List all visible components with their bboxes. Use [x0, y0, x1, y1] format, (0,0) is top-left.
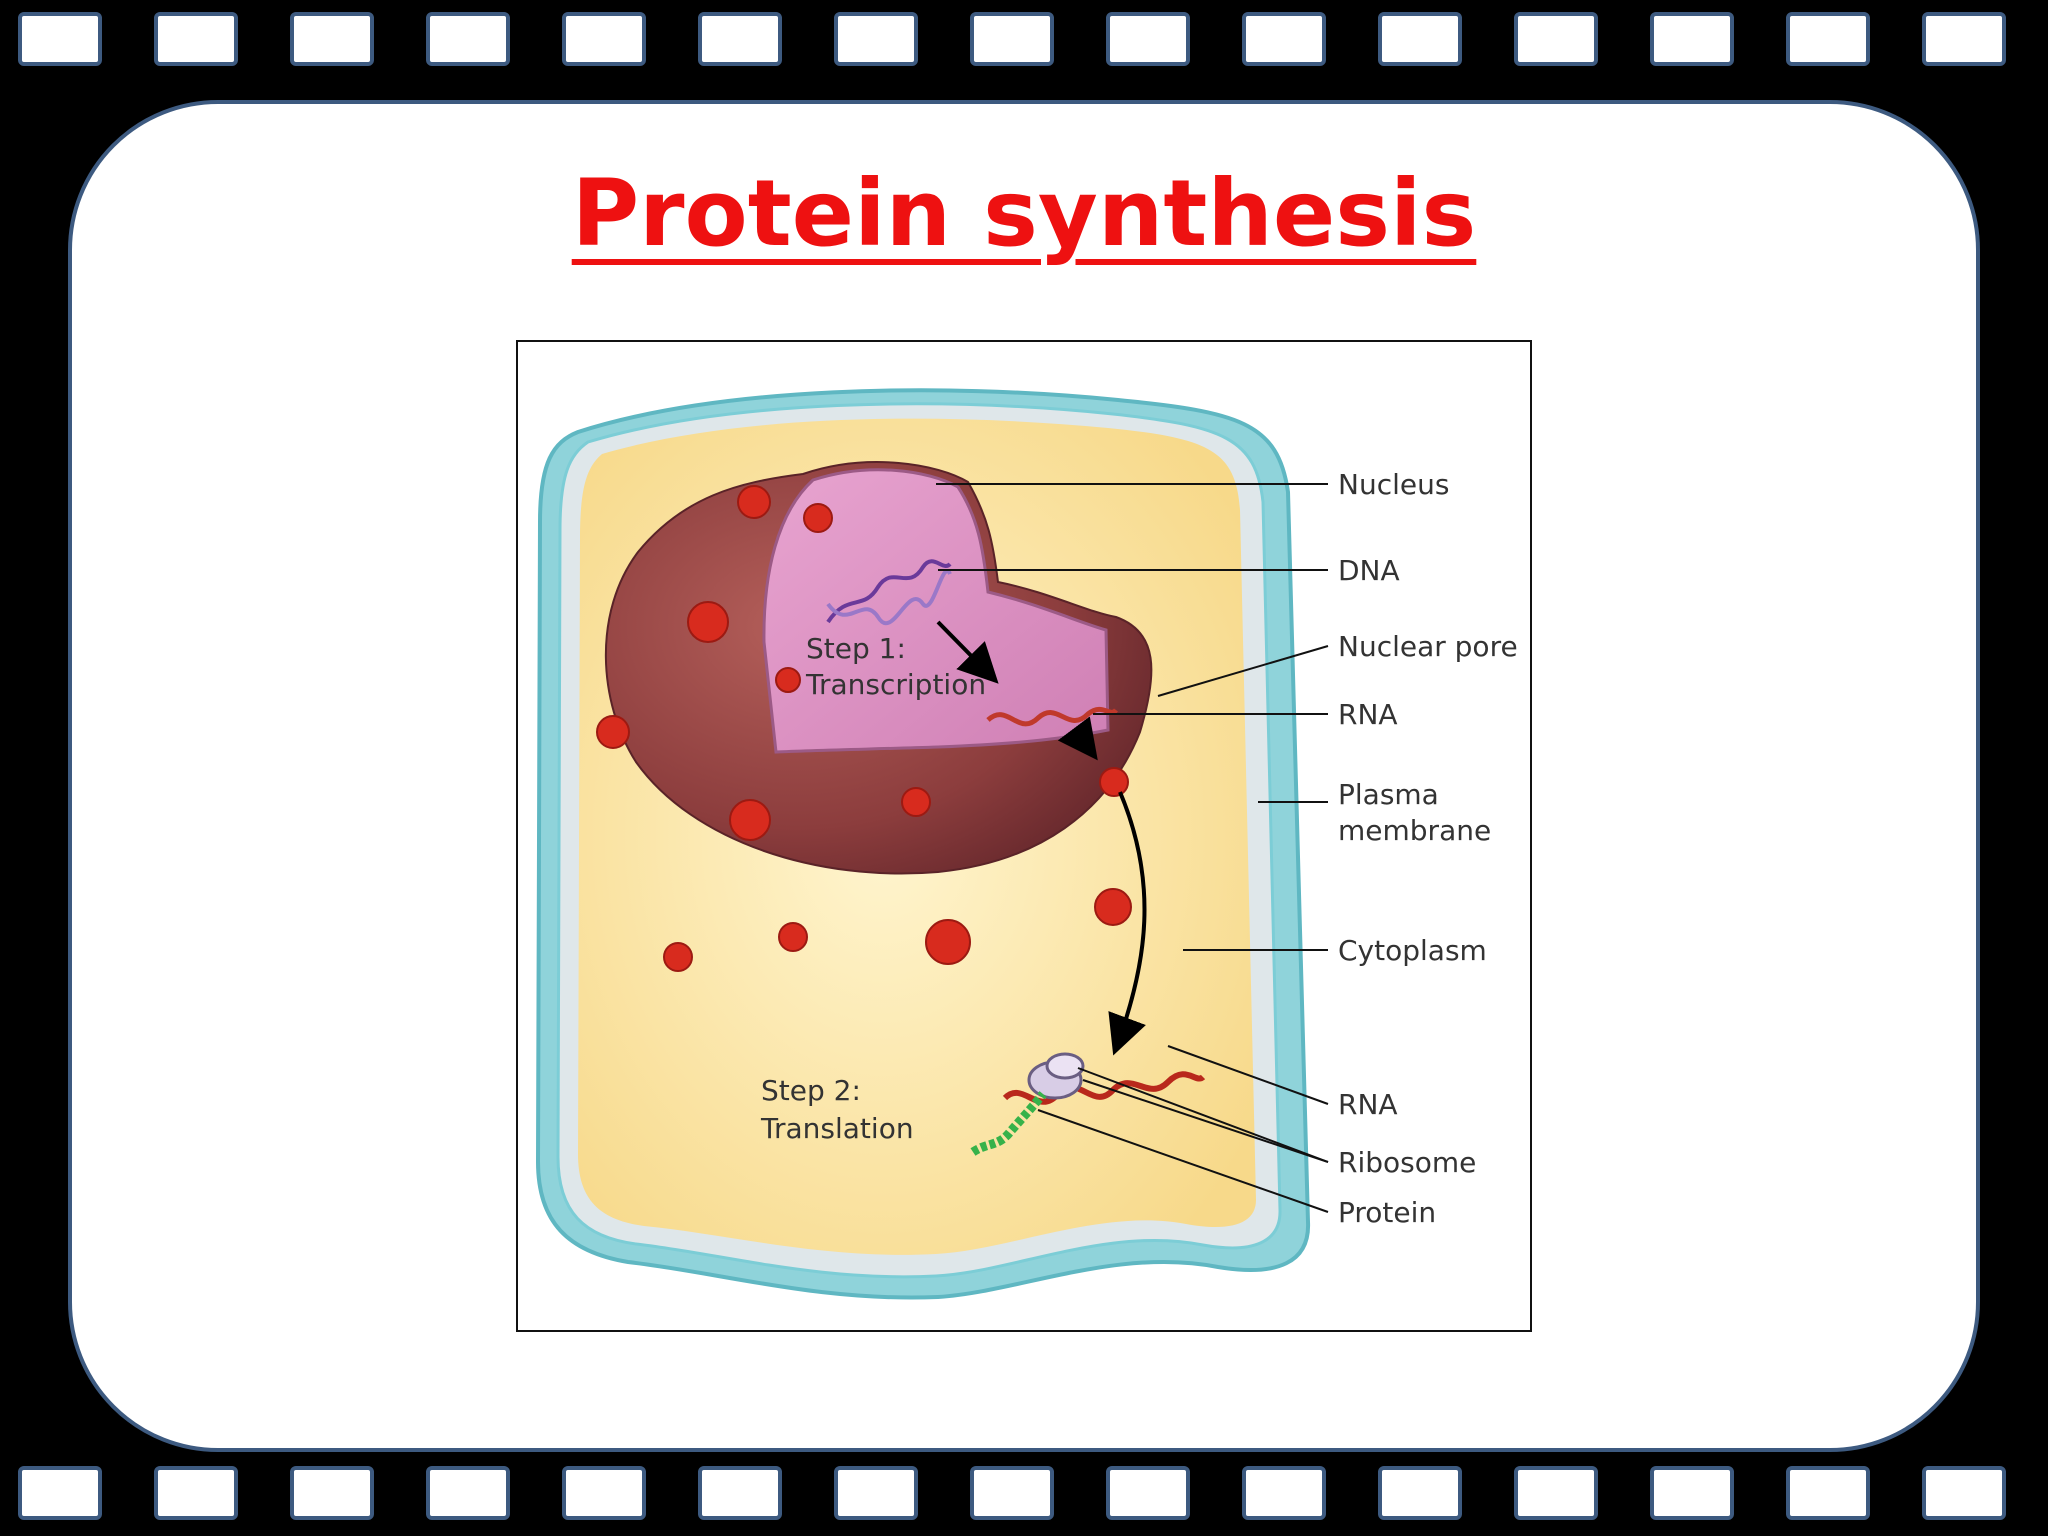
- film-perforation: [290, 12, 374, 66]
- leader-line-rna-bottom: [1167, 1045, 1329, 1105]
- film-perforation: [1106, 1466, 1190, 1520]
- film-perforation: [1378, 1466, 1462, 1520]
- label-nucleus: Nucleus: [1338, 468, 1449, 501]
- nuclear-pore-mark: [737, 485, 771, 519]
- arrow-transcription: [936, 620, 999, 684]
- film-perforation: [154, 1466, 238, 1520]
- label-step2-line1: Step 2:: [761, 1074, 861, 1107]
- nuclear-pore-mark: [901, 787, 931, 817]
- label-plasma-membrane-line1: Plasma: [1338, 778, 1439, 811]
- label-plasma-membrane-line2: membrane: [1338, 814, 1491, 847]
- film-perforation: [1378, 12, 1462, 66]
- film-perforation: [426, 12, 510, 66]
- film-perforation: [1242, 12, 1326, 66]
- slide-title: Protein synthesis: [0, 160, 2048, 267]
- label-rna-top: RNA: [1338, 698, 1398, 731]
- diagram-frame: Nucleus DNA Nuclear pore RNA Plasma memb…: [516, 340, 1532, 1332]
- arrow-export: [1057, 716, 1098, 761]
- slide-title-text: Protein synthesis: [571, 160, 1477, 267]
- film-perforation: [698, 12, 782, 66]
- film-perforation: [1786, 1466, 1870, 1520]
- nuclear-pore-mark: [687, 601, 729, 643]
- leader-line-ribosome-2: [1082, 1079, 1329, 1163]
- film-strip-bottom: [0, 1466, 2048, 1536]
- label-step2-line2: Translation: [760, 1112, 914, 1145]
- film-perforation: [1106, 12, 1190, 66]
- film-perforation: [1650, 1466, 1734, 1520]
- label-ribosome: Ribosome: [1338, 1146, 1476, 1179]
- film-perforation: [834, 1466, 918, 1520]
- label-dna: DNA: [1338, 554, 1400, 587]
- film-perforation: [1514, 12, 1598, 66]
- film-perforation: [970, 1466, 1054, 1520]
- nuclear-pore-mark: [1094, 888, 1132, 926]
- label-nuclear-pore: Nuclear pore: [1338, 630, 1518, 663]
- film-perforation: [1650, 12, 1734, 66]
- label-step1-line2: Transcription: [805, 668, 986, 701]
- nuclear-pore-mark: [778, 922, 808, 952]
- nuclear-pores: [596, 485, 1132, 972]
- film-perforation: [1922, 12, 2006, 66]
- nuclear-pore-mark: [596, 715, 630, 749]
- film-perforation: [1242, 1466, 1326, 1520]
- nuclear-pore-mark: [775, 667, 801, 693]
- film-perforation: [698, 1466, 782, 1520]
- nuclear-pore-mark: [663, 942, 693, 972]
- film-perforation: [1922, 1466, 2006, 1520]
- arrow-translation: [1108, 791, 1147, 1056]
- film-perforation: [562, 12, 646, 66]
- nuclear-pore-mark: [925, 919, 971, 965]
- leader-line-nuclear-pore: [1157, 645, 1329, 697]
- film-perforation: [290, 1466, 374, 1520]
- film-perforation: [154, 12, 238, 66]
- label-protein: Protein: [1338, 1196, 1436, 1229]
- film-perforation: [1786, 12, 1870, 66]
- film-perforation: [834, 12, 918, 66]
- leader-lines: [936, 483, 1329, 1213]
- label-rna-bottom: RNA: [1338, 1088, 1398, 1121]
- film-perforation: [562, 1466, 646, 1520]
- nuclear-pore-mark: [803, 503, 833, 533]
- nuclear-pore-mark: [1099, 767, 1129, 797]
- label-step1-line1: Step 1:: [806, 632, 906, 665]
- film-perforation: [1514, 1466, 1598, 1520]
- label-cytoplasm: Cytoplasm: [1338, 934, 1487, 967]
- leader-line-ribosome-1: [1077, 1067, 1329, 1163]
- nuclear-pore-mark: [729, 799, 771, 841]
- film-perforation: [18, 1466, 102, 1520]
- film-strip-top: [0, 12, 2048, 82]
- film-perforation: [970, 12, 1054, 66]
- film-perforation: [426, 1466, 510, 1520]
- protein-chain: [970, 1091, 1047, 1156]
- leader-line-protein: [1037, 1109, 1329, 1213]
- film-perforation: [18, 12, 102, 66]
- ribosome-shape: [1027, 1052, 1085, 1100]
- protein-synthesis-diagram: Nucleus DNA Nuclear pore RNA Plasma memb…: [535, 388, 1518, 1300]
- dna-helix: [826, 559, 952, 626]
- rna-strand-nucleus: [986, 706, 1118, 727]
